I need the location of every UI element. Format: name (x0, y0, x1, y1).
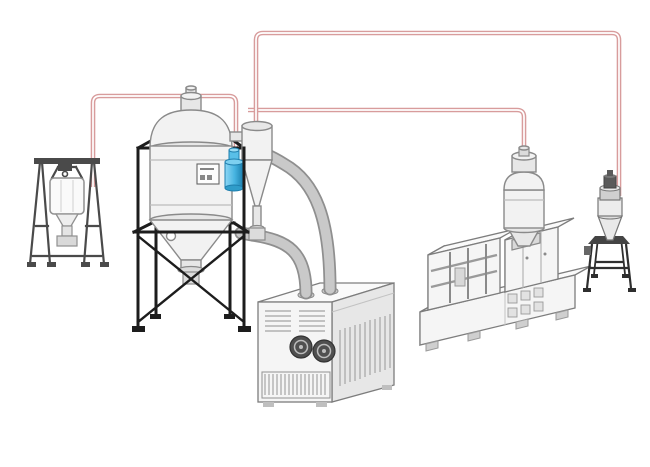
loader-dome (503, 171, 545, 191)
bed-vent-squares (507, 287, 544, 318)
mold (454, 267, 466, 287)
injection-molding-machine (419, 217, 592, 352)
receiver-control-box (584, 246, 591, 255)
pipe-cyclone-to-receiver (253, 30, 622, 196)
stand-cross-braces (136, 234, 246, 324)
big-bag (49, 177, 85, 215)
hoist-pulley (61, 170, 69, 178)
cyclone-body (241, 125, 273, 161)
drying-hopper-vessel (148, 85, 234, 285)
pipe-hopper-to-loader (248, 107, 527, 162)
cyclone-cone (241, 159, 273, 207)
dehumidifying-dryer (257, 282, 395, 407)
bag-dosing-box (56, 235, 78, 247)
bag-frame-beam (34, 158, 100, 164)
machine-hopper-loader (503, 145, 545, 251)
hopper-control-panel (196, 163, 220, 185)
platens (449, 244, 487, 303)
drying-hopper-station (131, 85, 273, 332)
cyclone-dust-pot (248, 227, 266, 241)
vacuum-receiver-stand (583, 170, 636, 292)
conveying-pipes (90, 30, 622, 196)
dryer-front-grille (261, 371, 331, 399)
big-bag-unloader (27, 158, 109, 267)
loader-body (503, 189, 545, 229)
bag-discharge-cone (54, 213, 80, 227)
dryer-vent-slots (265, 310, 325, 332)
dryer-filter-gauges (289, 335, 336, 363)
cyclone-separator (229, 120, 273, 241)
hopper-cone (148, 219, 234, 261)
receiver-body (597, 197, 623, 217)
dryer-side-grille (339, 314, 391, 386)
hopper-body (149, 145, 233, 221)
bag-frame-legs (28, 160, 106, 266)
receiver-stand-legs (585, 243, 633, 289)
